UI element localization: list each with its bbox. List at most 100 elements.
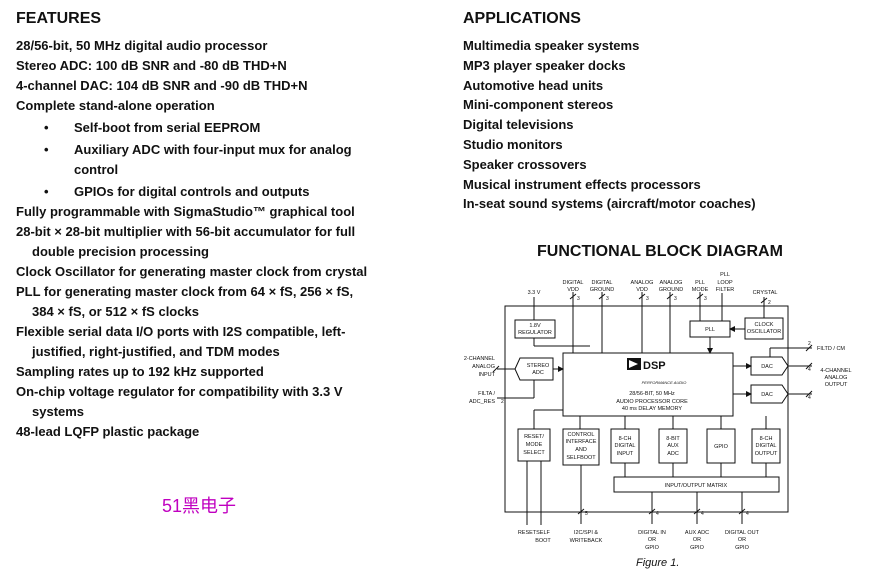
functional-block-diagram: 3.3 V DIGITAL VDD DIGITAL GROUND ANALOG … (464, 272, 852, 551)
application-item: Digital televisions (463, 117, 574, 133)
svg-text:AUX ADC: AUX ADC (685, 530, 709, 536)
svg-text:AUX: AUX (667, 443, 679, 449)
svg-text:STEREO: STEREO (527, 363, 550, 369)
feature-item: 4-channel DAC: 104 dB SNR and -90 dB THD… (16, 78, 308, 93)
feature-item-continued: systems (32, 404, 85, 419)
feature-sub-item: •Self-boot from serial EEPROM (16, 118, 396, 138)
svg-text:CLOCK: CLOCK (755, 322, 774, 328)
svg-text:I2C/SPI &: I2C/SPI & (574, 530, 598, 536)
svg-text:FILTA /: FILTA / (478, 391, 495, 397)
regulator-block (514, 319, 556, 339)
svg-text:4: 4 (746, 511, 749, 517)
svg-text:1.8V: 1.8V (529, 323, 541, 329)
svg-text:SELF: SELF (536, 530, 550, 536)
feature-sub-item: •Auxiliary ADC with four-input mux for a… (44, 142, 352, 177)
svg-text:CRYSTAL: CRYSTAL (753, 290, 778, 296)
svg-text:GROUND: GROUND (659, 287, 683, 293)
svg-text:3: 3 (674, 296, 677, 302)
svg-text:FILTD / CM: FILTD / CM (817, 346, 845, 352)
svg-text:5: 5 (585, 511, 588, 517)
svg-text:PLL: PLL (720, 272, 730, 278)
svg-text:2-CHANNEL: 2-CHANNEL (464, 356, 495, 362)
svg-text:8-CH: 8-CH (760, 436, 773, 442)
chip-outline (504, 305, 789, 513)
bullet-icon: • (44, 142, 49, 157)
svg-text:ANALOG: ANALOG (472, 364, 495, 370)
svg-text:DAC: DAC (761, 364, 773, 370)
svg-text:40 ms DELAY MEMORY: 40 ms DELAY MEMORY (622, 406, 683, 412)
feature-item: 28-bit × 28-bit multiplier with 56-bit a… (16, 224, 356, 239)
svg-text:VDD: VDD (567, 287, 579, 293)
feature-item-continued: justified, right-justified, and TDM mode… (32, 344, 280, 359)
svg-text:INPUT/OUTPUT MATRIX: INPUT/OUTPUT MATRIX (665, 483, 728, 489)
svg-text:2: 2 (808, 341, 811, 347)
feature-item: 28/56-bit, 50 MHz digital audio processo… (16, 38, 268, 53)
svg-text:4: 4 (656, 511, 659, 517)
features-list: 28/56-bit, 50 MHz digital audio processo… (16, 36, 396, 442)
application-item: MP3 player speaker docks (463, 57, 626, 73)
application-item: Musical instrument effects processors (463, 176, 701, 192)
feature-sub-item: •GPIOs for digital controls and outputs (16, 182, 396, 202)
svg-text:ADC_RES: ADC_RES (469, 399, 495, 405)
svg-text:SELECT: SELECT (523, 450, 545, 456)
svg-text:DIGITAL: DIGITAL (756, 443, 777, 449)
svg-text:GPIO: GPIO (690, 545, 704, 551)
svg-text:DIGITAL: DIGITAL (615, 443, 636, 449)
stereo-adc-block (514, 357, 554, 381)
bullet-icon: • (44, 184, 49, 199)
svg-text:GPIO: GPIO (714, 444, 728, 450)
svg-text:PERFORMANCE AUDIO: PERFORMANCE AUDIO (642, 380, 687, 385)
svg-text:PLL: PLL (705, 327, 715, 333)
feature-item: Flexible serial data I/O ports with I2S … (16, 324, 346, 339)
svg-text:RESET: RESET (518, 530, 537, 536)
svg-text:CONTROL: CONTROL (568, 432, 595, 438)
svg-text:DIGITAL IN: DIGITAL IN (638, 530, 666, 536)
feature-item-continued: double precision processing (32, 244, 209, 259)
svg-text:SELFBOOT: SELFBOOT (566, 455, 596, 461)
svg-text:3: 3 (606, 296, 609, 302)
application-item: Studio monitors (463, 136, 563, 152)
dsp-core-block (562, 352, 734, 417)
svg-text:2: 2 (768, 300, 771, 306)
svg-text:MODE: MODE (526, 442, 543, 448)
svg-text:BOOT: BOOT (535, 538, 551, 544)
application-item: In-seat sound systems (aircraft/motor co… (463, 196, 756, 212)
svg-text:GPIO: GPIO (645, 545, 659, 551)
application-item: Speaker crossovers (463, 156, 587, 172)
svg-text:ADC: ADC (667, 451, 679, 457)
svg-text:INPUT: INPUT (617, 451, 634, 457)
svg-text:OUTPUT: OUTPUT (825, 382, 848, 388)
feature-item: Sampling rates up to 192 kHz supported (16, 364, 264, 379)
svg-text:4: 4 (808, 395, 811, 401)
svg-text:INTERFACE: INTERFACE (566, 439, 597, 445)
svg-text:GPIO: GPIO (735, 545, 749, 551)
svg-text:3: 3 (646, 296, 649, 302)
svg-text:MODE: MODE (692, 287, 709, 293)
svg-text:WRITEBACK: WRITEBACK (570, 538, 603, 544)
svg-text:8-CH: 8-CH (619, 436, 632, 442)
dsp-logo-text: DSP (643, 360, 666, 372)
svg-text:OUTPUT: OUTPUT (755, 451, 778, 457)
dac1-block (750, 356, 789, 376)
svg-text:4: 4 (701, 511, 704, 517)
feature-item: Fully programmable with SigmaStudio™ gra… (16, 204, 355, 219)
svg-text:OR: OR (693, 537, 701, 543)
feature-item: Clock Oscillator for generating master c… (16, 264, 368, 279)
svg-text:INPUT: INPUT (479, 372, 496, 378)
svg-text:RESET/: RESET/ (524, 434, 544, 440)
svg-text:ANALOG: ANALOG (631, 280, 654, 286)
feature-item-continued: 384 × fS, or 512 × fS clocks (32, 304, 199, 319)
svg-text:DAC: DAC (761, 392, 773, 398)
watermark: 51黑电子 (162, 496, 237, 516)
svg-text:REGULATOR: REGULATOR (518, 330, 552, 336)
svg-text:ANALOG: ANALOG (660, 280, 683, 286)
application-item: Automotive head units (463, 77, 604, 93)
svg-text:LOOP: LOOP (717, 280, 733, 286)
svg-text:2: 2 (501, 399, 504, 405)
svg-text:8-BIT: 8-BIT (666, 436, 680, 442)
features-heading: FEATURES (16, 10, 102, 27)
svg-text:28/56-BIT, 50 MHz: 28/56-BIT, 50 MHz (629, 391, 675, 397)
svg-text:PLL: PLL (695, 280, 705, 286)
feature-item: 48-lead LQFP plastic package (16, 424, 200, 439)
feature-item: PLL for generating master clock from 64 … (16, 284, 354, 299)
